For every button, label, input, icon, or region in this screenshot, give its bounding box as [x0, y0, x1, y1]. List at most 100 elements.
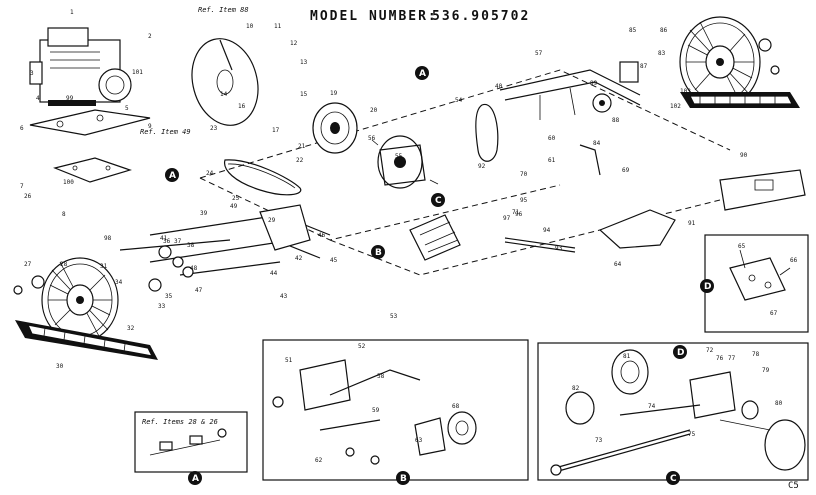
- part-number-43: 43: [280, 293, 288, 300]
- callout-a-top: A: [415, 66, 429, 80]
- part-number-36: 36: [163, 238, 171, 245]
- part-number-39: 39: [200, 210, 208, 217]
- callout-d-inset: D: [673, 345, 687, 359]
- part-number-30: 30: [56, 363, 64, 370]
- part-number-60: 60: [548, 135, 556, 142]
- svg-text:D: D: [704, 282, 711, 292]
- svg-text:C: C: [670, 474, 677, 484]
- part-number-53: 53: [390, 313, 398, 320]
- part-number-33: 33: [158, 303, 166, 310]
- part-number-49: 49: [230, 203, 238, 210]
- part-number-11: 11: [274, 23, 282, 30]
- part-number-63: 63: [415, 437, 423, 444]
- right-washer: [770, 65, 780, 75]
- part-number-59: 59: [372, 407, 380, 414]
- part-number-76: 76: [716, 355, 724, 362]
- part-number-70: 70: [520, 171, 528, 178]
- side-guard-lower: [598, 209, 676, 249]
- part-number-29: 29: [268, 217, 276, 224]
- part-number-98: 98: [104, 235, 112, 242]
- part-number-7: 7: [20, 183, 24, 190]
- part-number-62: 62: [315, 457, 323, 464]
- part-number-95: 95: [520, 197, 528, 204]
- inset-a-frame: [134, 411, 248, 473]
- part-number-54: 54: [455, 97, 463, 104]
- part-number-92: 92: [478, 163, 486, 170]
- part-number-71: 71: [512, 209, 520, 216]
- engine-assembly: [29, 27, 132, 106]
- part-number-15: 15: [300, 91, 308, 98]
- callout-d-main: D: [700, 279, 714, 293]
- part-number-77: 77: [728, 355, 736, 362]
- part-number-35: 35: [165, 293, 173, 300]
- part-number-99: 99: [66, 95, 74, 102]
- part-number-26: 26: [24, 193, 32, 200]
- pulley-wheel: [312, 102, 358, 154]
- part-number-81: 81: [623, 353, 631, 360]
- part-number-66: 66: [790, 257, 798, 264]
- part-number-44: 44: [270, 270, 278, 277]
- part-number-82: 82: [572, 385, 580, 392]
- part-number-68: 68: [452, 403, 460, 410]
- part-number-78: 78: [752, 351, 760, 358]
- part-number-61: 61: [548, 157, 556, 164]
- part-number-27: 27: [24, 261, 32, 268]
- part-number-64: 64: [614, 261, 622, 268]
- pulley-housing: [191, 38, 259, 126]
- part-number-87: 87: [640, 63, 648, 70]
- inset-c-parts: [550, 349, 806, 476]
- left-knob: [31, 275, 45, 289]
- part-number-17: 17: [272, 127, 280, 134]
- part-number-20: 20: [370, 107, 378, 114]
- part-number-8: 8: [62, 211, 66, 218]
- part-number-42: 42: [295, 255, 303, 262]
- part-number-75: 75: [688, 431, 696, 438]
- part-number-52: 52: [358, 343, 366, 350]
- part-number-72: 72: [706, 347, 714, 354]
- part-number-13: 13: [300, 59, 308, 66]
- frame-guide-line-1: [199, 69, 731, 179]
- part-number-57: 57: [535, 50, 543, 57]
- part-number-79: 79: [762, 367, 770, 374]
- part-number-6: 6: [20, 125, 24, 132]
- svg-text:B: B: [400, 474, 407, 484]
- part-number-90: 90: [740, 152, 748, 159]
- part-number-5: 5: [125, 105, 129, 112]
- part-number-91: 91: [688, 220, 696, 227]
- part-number-32: 32: [127, 325, 135, 332]
- tine-shield-assembly: [409, 214, 461, 261]
- inset-b-frame: [262, 339, 529, 481]
- part-number-97: 97: [503, 215, 511, 222]
- part-number-24: 24: [206, 170, 214, 177]
- engine-lower-plate: [53, 157, 132, 183]
- part-number-51: 51: [285, 357, 293, 364]
- part-number-80: 80: [775, 400, 783, 407]
- part-number-73: 73: [595, 437, 603, 444]
- svg-text:C: C: [435, 196, 442, 206]
- part-number-4: 4: [36, 95, 40, 102]
- part-number-84: 84: [593, 140, 601, 147]
- part-number-88: 88: [612, 117, 620, 124]
- part-number-86: 86: [660, 27, 668, 34]
- part-number-38: 38: [187, 242, 195, 249]
- left-frame-assembly: [119, 204, 331, 292]
- part-number-22: 22: [296, 157, 304, 164]
- part-number-34: 34: [115, 279, 123, 286]
- upper-right-frame: [499, 61, 641, 176]
- right-knob: [758, 38, 772, 52]
- part-number-94: 94: [543, 227, 551, 234]
- part-number-46: 46: [318, 232, 326, 239]
- inset-d-bracket: [729, 249, 791, 301]
- part-number-31: 31: [100, 263, 108, 270]
- part-number-21: 21: [298, 143, 306, 150]
- part-number-100: 100: [63, 179, 74, 186]
- part-number-37: 37: [174, 238, 182, 245]
- part-number-14: 14: [220, 91, 228, 98]
- svg-text:A: A: [192, 474, 199, 484]
- part-number-93: 93: [555, 245, 563, 252]
- part-number-45: 45: [330, 257, 338, 264]
- part-number-103: 103: [680, 88, 691, 95]
- part-number-55: 55: [395, 153, 403, 160]
- model-number-label: MODEL NUMBER:: [310, 9, 438, 24]
